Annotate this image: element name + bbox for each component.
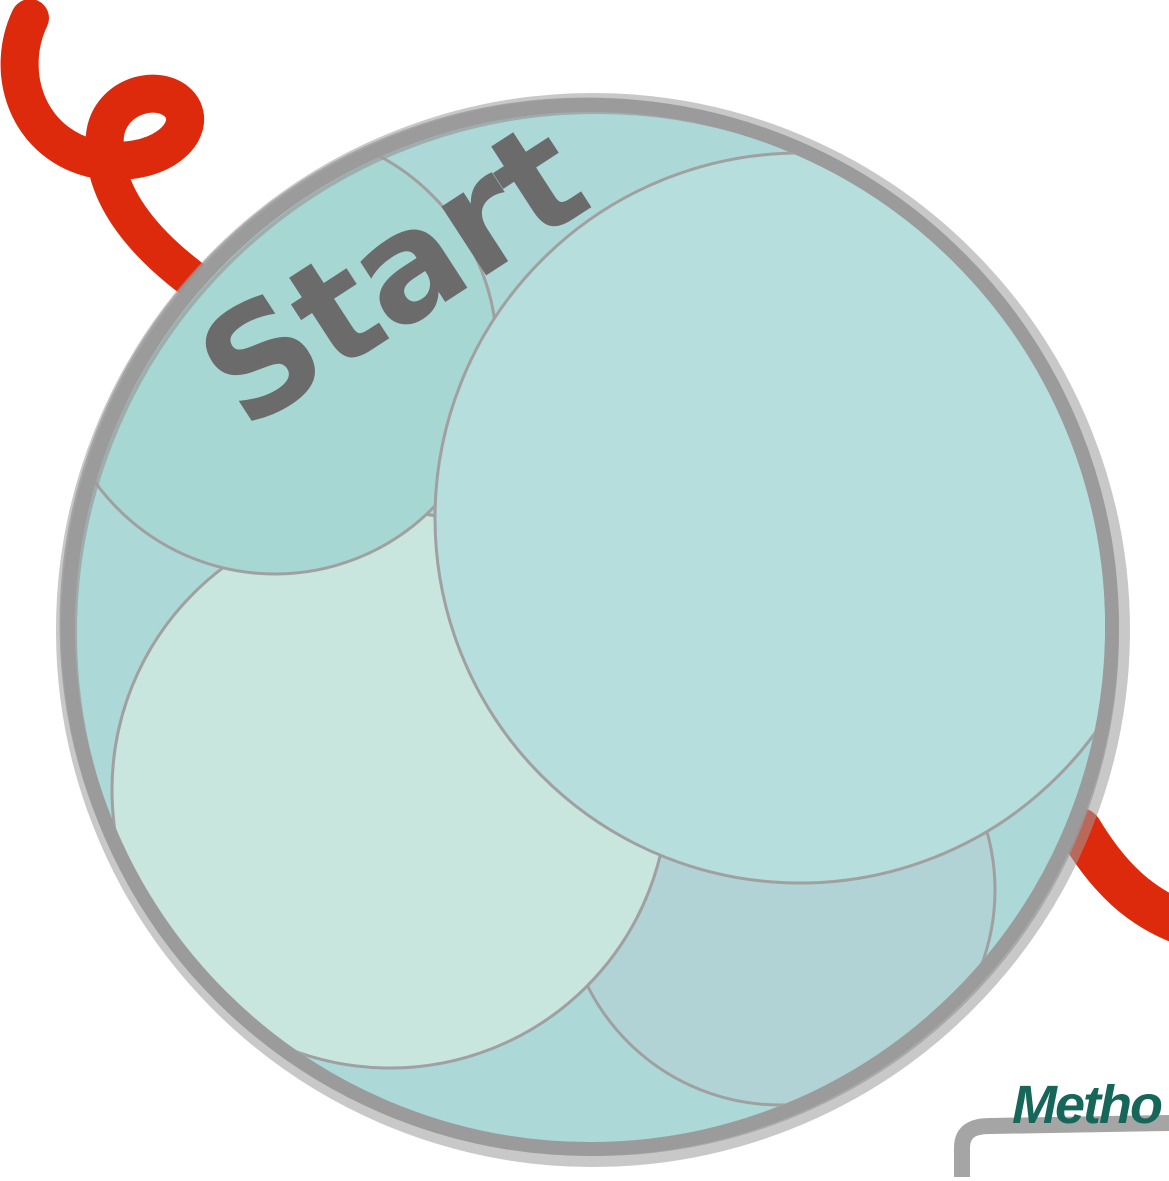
container-ring-sketch-2 <box>73 110 1119 1156</box>
red-path-top <box>0 0 219 304</box>
method-panel-outline <box>954 1115 1169 1181</box>
method-label: Metho <box>1012 1075 1163 1135</box>
container-ring-sketch-1 <box>59 97 1113 1151</box>
red-path-right <box>1058 808 1169 942</box>
